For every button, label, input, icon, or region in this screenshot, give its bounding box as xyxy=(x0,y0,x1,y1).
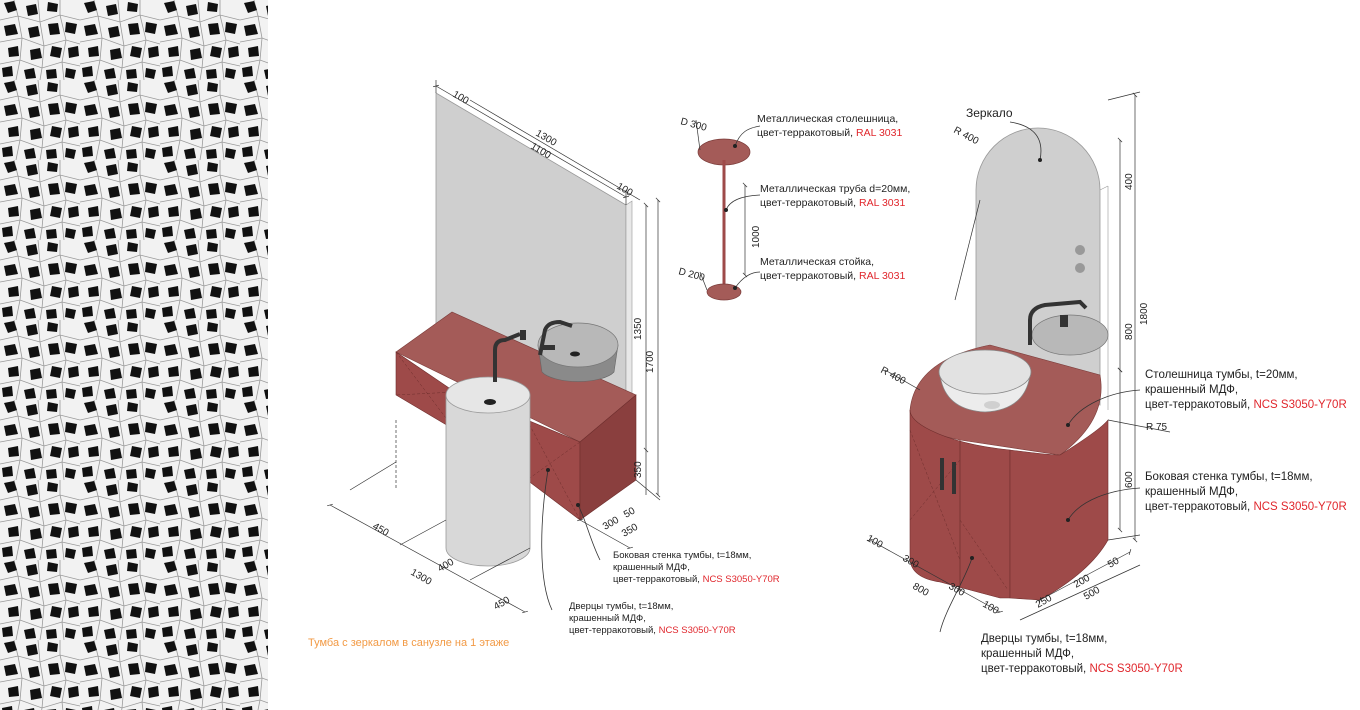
label-line: крашенный МДФ, xyxy=(1145,486,1239,498)
label-line: Металлическая столешница, xyxy=(757,113,899,125)
dim-text: 1700 xyxy=(645,350,656,373)
label-line: крашенный МДФ, xyxy=(569,613,646,624)
dim-text: 1800 xyxy=(1139,302,1150,325)
dim-text: 50 xyxy=(1106,555,1122,570)
label-line: цвет-терракотовый, xyxy=(569,625,659,636)
stand-pipe-label: Металлическая труба d=20мм, цвет-террако… xyxy=(760,183,910,210)
right-mirror-label: Зеркало xyxy=(966,106,1013,120)
dim-text: 350 xyxy=(633,461,644,478)
dim-text: R 400 xyxy=(952,125,981,147)
dim-text: 100 xyxy=(615,181,635,199)
dim-text: 400 xyxy=(1124,173,1135,190)
right-countertop-label: Столешница тумбы, t=20мм, крашенный МДФ,… xyxy=(1145,368,1347,413)
right-side-wall-label: Боковая стенка тумбы, t=18мм, крашенный … xyxy=(1145,470,1347,515)
dim-text: 100 xyxy=(865,533,885,551)
label-line: Металлическая труба d=20мм, xyxy=(760,183,911,195)
dim-text: 1300 xyxy=(409,567,434,588)
label-line: крашенный МДФ, xyxy=(1145,384,1239,396)
label-line: Боковая стенка тумбы, t=18мм, xyxy=(1145,471,1313,483)
label-line: Металлическая стойка, xyxy=(760,256,875,268)
dim-text: 400 xyxy=(436,557,456,575)
color-code: NCS S3050-Y70R xyxy=(1253,501,1347,513)
dim-text: 1350 xyxy=(633,317,644,340)
color-code: RAL 3031 xyxy=(859,269,906,282)
stand-top-label: Металлическая столешница, цвет-терракото… xyxy=(757,113,902,140)
label-line: крашенный МДФ, xyxy=(981,648,1075,660)
dim-text: 1000 xyxy=(751,225,762,248)
dim-text: 100 xyxy=(981,599,1001,617)
dim-text: 50 xyxy=(622,505,638,520)
label-line: цвет-терракотовый, xyxy=(613,574,703,585)
label-line: Дверцы тумбы, t=18мм, xyxy=(569,601,674,612)
label-line: цвет-терракотовый, xyxy=(1145,501,1254,513)
label-line: цвет-терракотовый, xyxy=(760,196,859,209)
label-line: Дверцы тумбы, t=18мм, xyxy=(981,633,1108,645)
left-side-wall-label: Боковая стенка тумбы, t=18мм, крашенный … xyxy=(613,550,780,586)
mosaic-tile-texture xyxy=(0,0,268,710)
color-code: NCS S3050-Y70R xyxy=(1253,399,1347,411)
dim-text: D 300 xyxy=(679,116,708,134)
right-vanity-drawing: R 400 400 800 1800 R 400 R 75 600 100 30… xyxy=(865,91,1171,633)
dim-text: D 200 xyxy=(677,266,706,284)
dim-text: 800 xyxy=(911,581,931,599)
label-line: крашенный МДФ, xyxy=(613,562,690,573)
label-line: цвет-терракотовый, xyxy=(757,126,856,139)
color-code: NCS S3050-Y70R xyxy=(702,574,780,585)
color-code: NCS S3050-Y70R xyxy=(1089,663,1183,675)
label-line: цвет-терракотовый, xyxy=(981,663,1090,675)
stand-drawing: D 300 D 200 1000 xyxy=(677,116,762,301)
left-vanity-drawing: 100 1300 1100 100 1350 1700 350 450 1300… xyxy=(327,80,661,614)
dim-text: 500 xyxy=(1082,585,1102,603)
dim-text: 350 xyxy=(620,522,640,540)
right-doors-label: Дверцы тумбы, t=18мм, крашенный МДФ, цве… xyxy=(981,632,1183,677)
label-line: цвет-терракотовый, xyxy=(760,269,859,282)
dim-text: R 75 xyxy=(1146,422,1168,433)
dim-text: 450 xyxy=(492,595,512,613)
dim-text: R 400 xyxy=(879,365,908,387)
stand-base-disc xyxy=(706,283,742,301)
color-code: RAL 3031 xyxy=(859,196,906,209)
dim-text: 600 xyxy=(1124,471,1135,488)
dim-text: 300 xyxy=(601,515,621,533)
label-line: Боковая стенка тумбы, t=18мм, xyxy=(613,550,752,561)
stand-base-label: Металлическая стойка, цвет-терракотовый,… xyxy=(760,256,905,283)
label-line: Столешница тумбы, t=20мм, xyxy=(1145,369,1298,381)
dim-text: 800 xyxy=(1124,323,1135,340)
label-line: цвет-терракотовый, xyxy=(1145,399,1254,411)
drawing-caption: Тумба с зеркалом в санузле на 1 этаже xyxy=(308,637,510,649)
color-code: NCS S3050-Y70R xyxy=(658,625,736,636)
left-column-basin xyxy=(445,394,531,567)
left-doors-label: Дверцы тумбы, t=18мм, крашенный МДФ, цве… xyxy=(569,601,736,637)
color-code: RAL 3031 xyxy=(856,126,903,139)
